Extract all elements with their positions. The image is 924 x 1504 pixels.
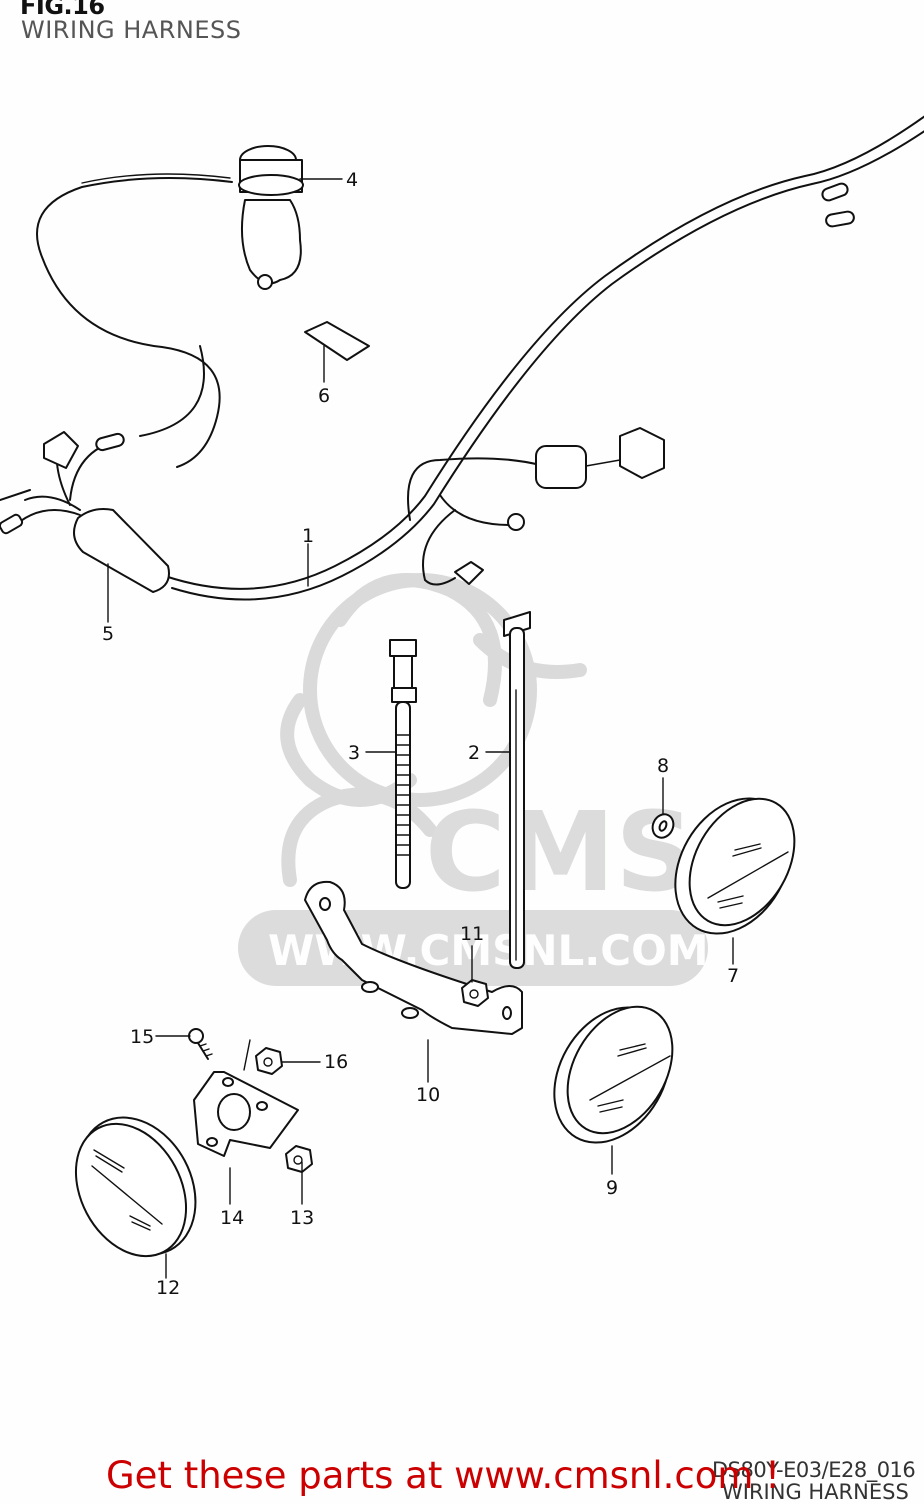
- part-bracket-small[interactable]: [193, 1071, 299, 1157]
- callout-6: 6: [318, 385, 330, 407]
- part-cable-tie-long[interactable]: [503, 611, 531, 969]
- part-switch[interactable]: [36, 145, 304, 468]
- part-nut-16[interactable]: [243, 1039, 283, 1075]
- figure-number: FIG.16: [20, 0, 105, 20]
- callout-12: 12: [156, 1277, 180, 1299]
- callout-4: 4: [346, 169, 358, 191]
- callout-2: 2: [468, 742, 480, 764]
- part-washer[interactable]: [649, 811, 677, 841]
- callout-7: 7: [727, 965, 739, 987]
- callout-14: 14: [220, 1207, 244, 1229]
- cmsnl-watermark: CMS WWW.CMSNL.COM: [238, 573, 709, 986]
- callout-3: 3: [348, 742, 360, 764]
- part-lamp-cover-9[interactable]: [531, 987, 694, 1164]
- callout-10: 10: [416, 1084, 440, 1106]
- part-screw[interactable]: [188, 1028, 213, 1060]
- part-nut-13[interactable]: [285, 1145, 313, 1173]
- part-wiring-harness[interactable]: [164, 115, 924, 601]
- callout-16: 16: [324, 1051, 348, 1073]
- part-label[interactable]: [304, 321, 370, 361]
- figure-title: WIRING HARNESS: [21, 16, 242, 44]
- diagram-reference-code: DS80Y-E03/E28_016: [712, 1458, 916, 1482]
- part-lamp-cover-7[interactable]: [652, 778, 816, 955]
- part-cable-tie-short[interactable]: [389, 639, 417, 889]
- part-nut-11[interactable]: [461, 979, 489, 1007]
- callout-1: 1: [302, 525, 314, 547]
- callout-9: 9: [606, 1177, 618, 1199]
- callout-15: 15: [130, 1026, 154, 1048]
- callout-8: 8: [657, 755, 669, 777]
- callout-labels: 4 6 1 5 3 2 8 7 11 10 9 15 16 14 13 12: [102, 169, 739, 1299]
- callout-5: 5: [102, 623, 114, 645]
- callout-11: 11: [460, 923, 484, 945]
- watermark-logo: CMS: [425, 788, 694, 916]
- callout-13: 13: [290, 1207, 314, 1229]
- promo-link[interactable]: Get these parts at www.cmsnl.com !: [106, 1454, 781, 1497]
- part-sleeve[interactable]: [0, 345, 205, 593]
- leader-lines: [107, 178, 734, 1279]
- part-lamp-cover-12[interactable]: [54, 1097, 218, 1275]
